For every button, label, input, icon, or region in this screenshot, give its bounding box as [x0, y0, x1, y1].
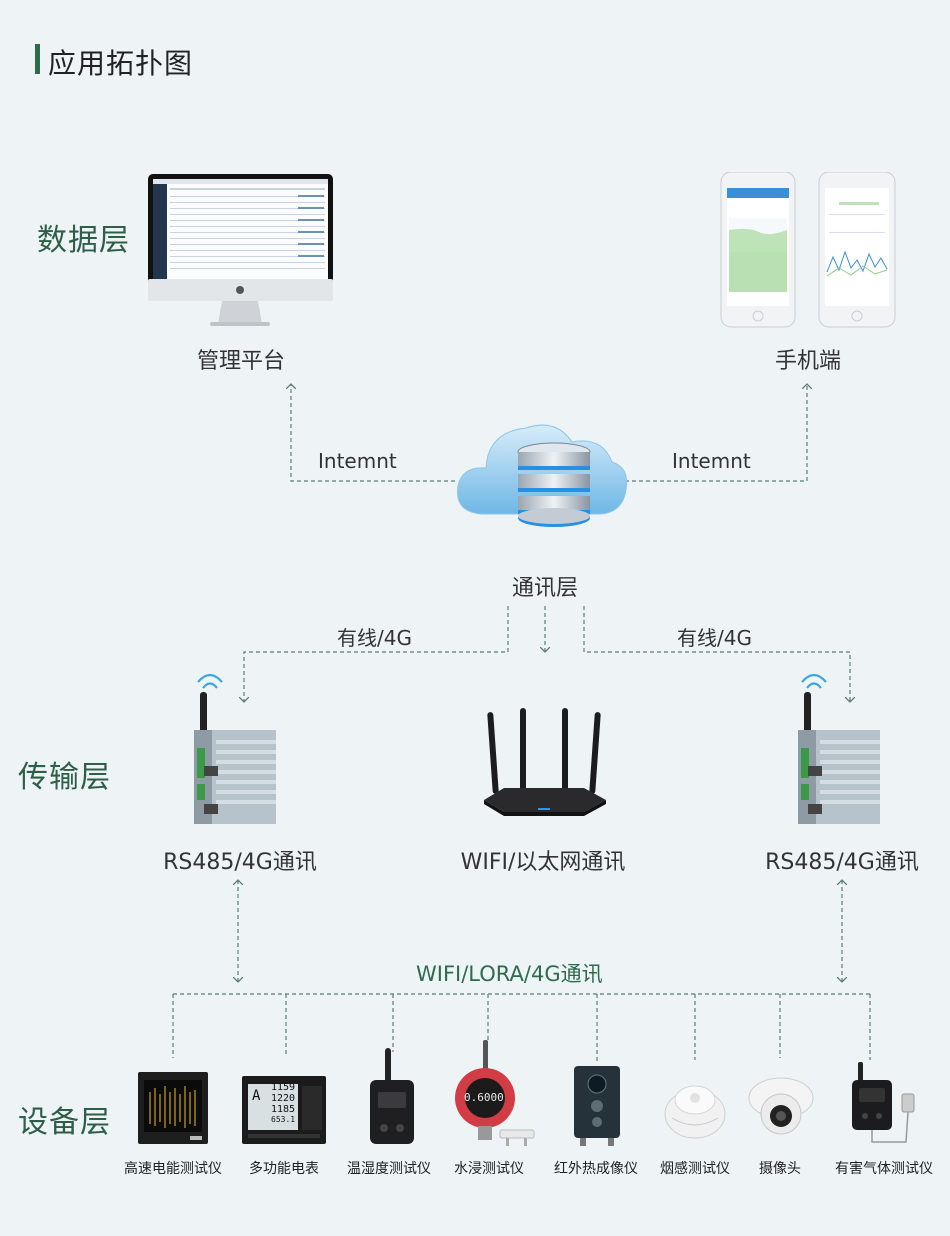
right-gateway-icon	[798, 673, 880, 824]
layer-label-device: 设备层	[18, 1105, 111, 1140]
device-label: 烟感测试仪	[660, 1161, 730, 1177]
router-icon	[484, 708, 606, 816]
meter-reading-4: 653.1	[271, 1115, 296, 1124]
link-cloud-platform	[291, 384, 455, 482]
device-label: 水浸测试仪	[454, 1161, 524, 1177]
meter-reading-2: 1220	[271, 1093, 296, 1104]
mobile-phones-icon	[720, 172, 896, 328]
cloud-server-icon	[457, 424, 628, 527]
router-label: WIFI/以太网通讯	[460, 850, 626, 875]
link-label-left: Intemnt	[318, 449, 397, 473]
transport-link-label-left: 有线/4G	[337, 626, 412, 650]
transport-link-label-right: 有线/4G	[677, 626, 752, 650]
harmful-gas-sensor-icon	[852, 1062, 915, 1143]
device-label: 多功能电表	[249, 1161, 319, 1177]
communication-layer-label: 通讯层	[511, 576, 579, 601]
left-gateway-label: RS485/4G通讯	[163, 850, 317, 875]
device-label: 高速电能测试仪	[124, 1161, 222, 1177]
device-label: 温湿度测试仪	[347, 1161, 431, 1177]
layer-label-data: 数据层	[37, 223, 130, 258]
link-label-right: Intemnt	[672, 449, 751, 473]
link-cloud-mobile	[625, 384, 807, 482]
device-label: 有害气体测试仪	[835, 1161, 933, 1177]
layer-label-transport: 传输层	[18, 760, 111, 795]
mobile-label: 手机端	[774, 349, 842, 374]
left-gateway-icon	[194, 673, 276, 824]
camera-icon	[748, 1077, 814, 1135]
multifunction-meter-icon: A	[242, 1076, 326, 1144]
smoke-detector-icon	[664, 1085, 726, 1139]
link-cloud-left-gateway	[244, 606, 509, 702]
device-bus-label: WIFI/LORA/4G通讯	[416, 962, 603, 986]
svg-text:A: A	[252, 1088, 261, 1104]
water-sensor-reading: 0.6000	[464, 1091, 504, 1104]
device-label: 摄像头	[759, 1161, 801, 1177]
management-platform-label: 管理平台	[196, 349, 286, 374]
thermal-imager-icon	[574, 1066, 620, 1146]
temperature-humidity-icon	[370, 1048, 414, 1144]
energy-analyzer-icon	[138, 1072, 208, 1144]
right-gateway-label: RS485/4G通讯	[765, 850, 919, 875]
device-label: 红外热成像仪	[554, 1161, 638, 1177]
water-leak-sensor-icon	[455, 1040, 535, 1146]
page-title: 应用拓扑图	[48, 47, 194, 80]
meter-reading-1: 1159	[271, 1082, 296, 1093]
link-cloud-right-gateway	[583, 606, 850, 702]
meter-reading-3: 1185	[271, 1104, 296, 1115]
title-accent-bar	[35, 44, 40, 74]
management-platform-monitor-icon	[148, 174, 333, 326]
